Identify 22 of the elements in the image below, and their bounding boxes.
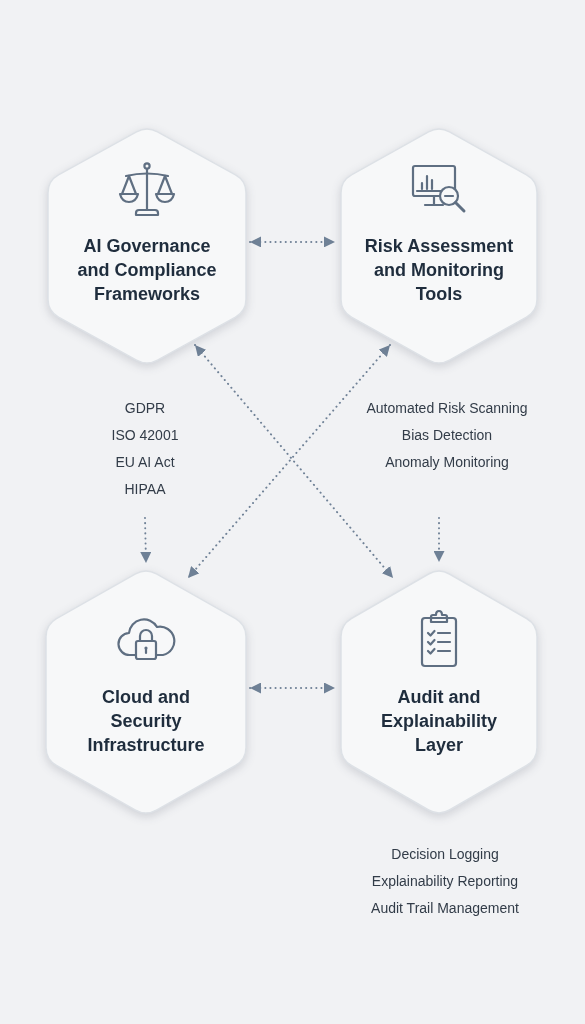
list-item: Anomaly Monitoring [385,453,509,472]
list-item: Automated Risk Scanning [366,399,528,418]
dotted-double-arrow [249,682,336,694]
node-title: Cloud and Security Infrastructure [86,686,206,757]
dotted-double-arrow [249,236,336,248]
node-title: Risk Assessment and Monitoring Tools [363,235,515,306]
node-title: Audit and Explainability Layer [379,686,498,757]
list-item: Bias Detection [401,426,493,445]
list-item: GDPR [124,399,166,418]
hexagon-card [340,567,538,817]
list-item: ISO 42001 [111,426,179,445]
list-item: HIPAA [124,480,166,499]
list-item: Audit Trail Management [371,899,519,918]
dotted-arrow [140,517,152,564]
hexagon-card [45,567,247,817]
hexagon-card [47,125,247,367]
hexagon-card [340,125,538,367]
list-item: Explainability Reporting [371,872,519,891]
list-item: EU AI Act [115,453,175,472]
list-item: Decision Logging [391,845,499,864]
dotted-arrow [433,517,445,563]
node-title: AI Governance and Compliance Frameworks [76,235,218,306]
